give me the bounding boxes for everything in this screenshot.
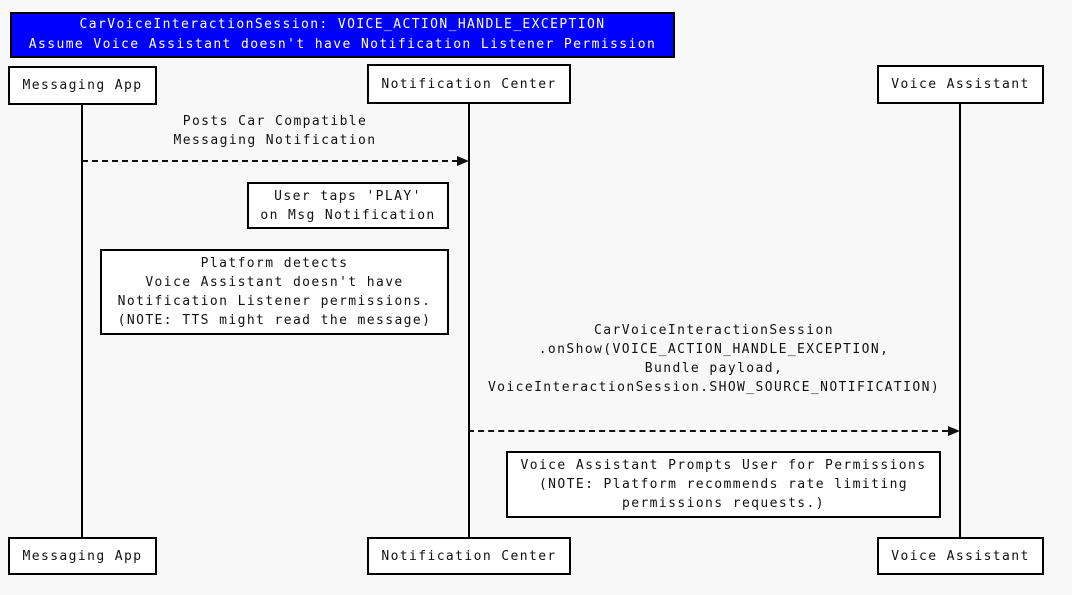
message-2-arrow — [468, 430, 948, 432]
message-2-line: CarVoiceInteractionSession — [594, 323, 834, 338]
note-voice-assistant-prompts: Voice Assistant Prompts User for Permiss… — [506, 451, 941, 518]
message-2-label: CarVoiceInteractionSession .onShow(VOICE… — [468, 321, 960, 397]
participant-label: Notification Center — [381, 548, 557, 564]
note-line: Voice Assistant doesn't have — [145, 275, 404, 290]
participant-label: Messaging App — [22, 78, 143, 93]
participant-messaging-app-bottom: Messaging App — [8, 537, 157, 575]
note-platform-detects: Platform detects Voice Assistant doesn't… — [100, 249, 449, 335]
lifeline-notification-center — [468, 104, 470, 537]
participant-notification-center-top: Notification Center — [367, 64, 571, 104]
message-1-line: Messaging Notification — [173, 133, 377, 148]
participant-label: Voice Assistant — [891, 77, 1030, 92]
participant-label: Messaging App — [22, 548, 143, 564]
lifeline-voice-assistant — [959, 104, 961, 537]
message-1-arrow — [82, 160, 458, 162]
diagram-title-line2: Assume Voice Assistant doesn't have Noti… — [28, 37, 657, 52]
participant-label: Voice Assistant — [891, 548, 1030, 564]
note-line: permissions requests.) — [622, 496, 825, 511]
note-line: Platform detects — [200, 256, 349, 271]
participant-messaging-app-top: Messaging App — [8, 66, 157, 105]
message-1-arrowhead-icon — [457, 156, 469, 166]
diagram-title-line1: CarVoiceInteractionSession: VOICE_ACTION… — [79, 17, 606, 32]
participant-label: Notification Center — [381, 76, 557, 92]
message-2-line: Bundle payload, — [644, 361, 784, 376]
participant-voice-assistant-top: Voice Assistant — [877, 65, 1044, 104]
message-1-line: Posts Car Compatible — [182, 114, 368, 129]
lifeline-messaging-app — [81, 104, 83, 537]
note-line: (NOTE: TTS might read the message) — [117, 313, 432, 328]
message-1-label: Posts Car Compatible Messaging Notificat… — [82, 112, 468, 150]
note-line: Voice Assistant Prompts User for Permiss… — [520, 458, 927, 473]
note-user-taps-play: User taps 'PLAY' on Msg Notification — [247, 182, 449, 229]
note-line: Notification Listener permissions. — [117, 294, 432, 309]
diagram-title-box: CarVoiceInteractionSession: VOICE_ACTION… — [10, 12, 675, 58]
message-2-line: .onShow(VOICE_ACTION_HANDLE_EXCEPTION, — [538, 342, 890, 357]
note-line: (NOTE: Platform recommends rate limiting — [538, 477, 909, 492]
message-2-arrowhead-icon — [948, 426, 960, 436]
participant-voice-assistant-bottom: Voice Assistant — [877, 537, 1044, 575]
participant-notification-center-bottom: Notification Center — [367, 537, 571, 575]
note-line: User taps 'PLAY' — [274, 189, 422, 204]
message-2-line: VoiceInteractionSession.SHOW_SOURCE_NOTI… — [487, 380, 941, 395]
note-line: on Msg Notification — [260, 208, 436, 223]
